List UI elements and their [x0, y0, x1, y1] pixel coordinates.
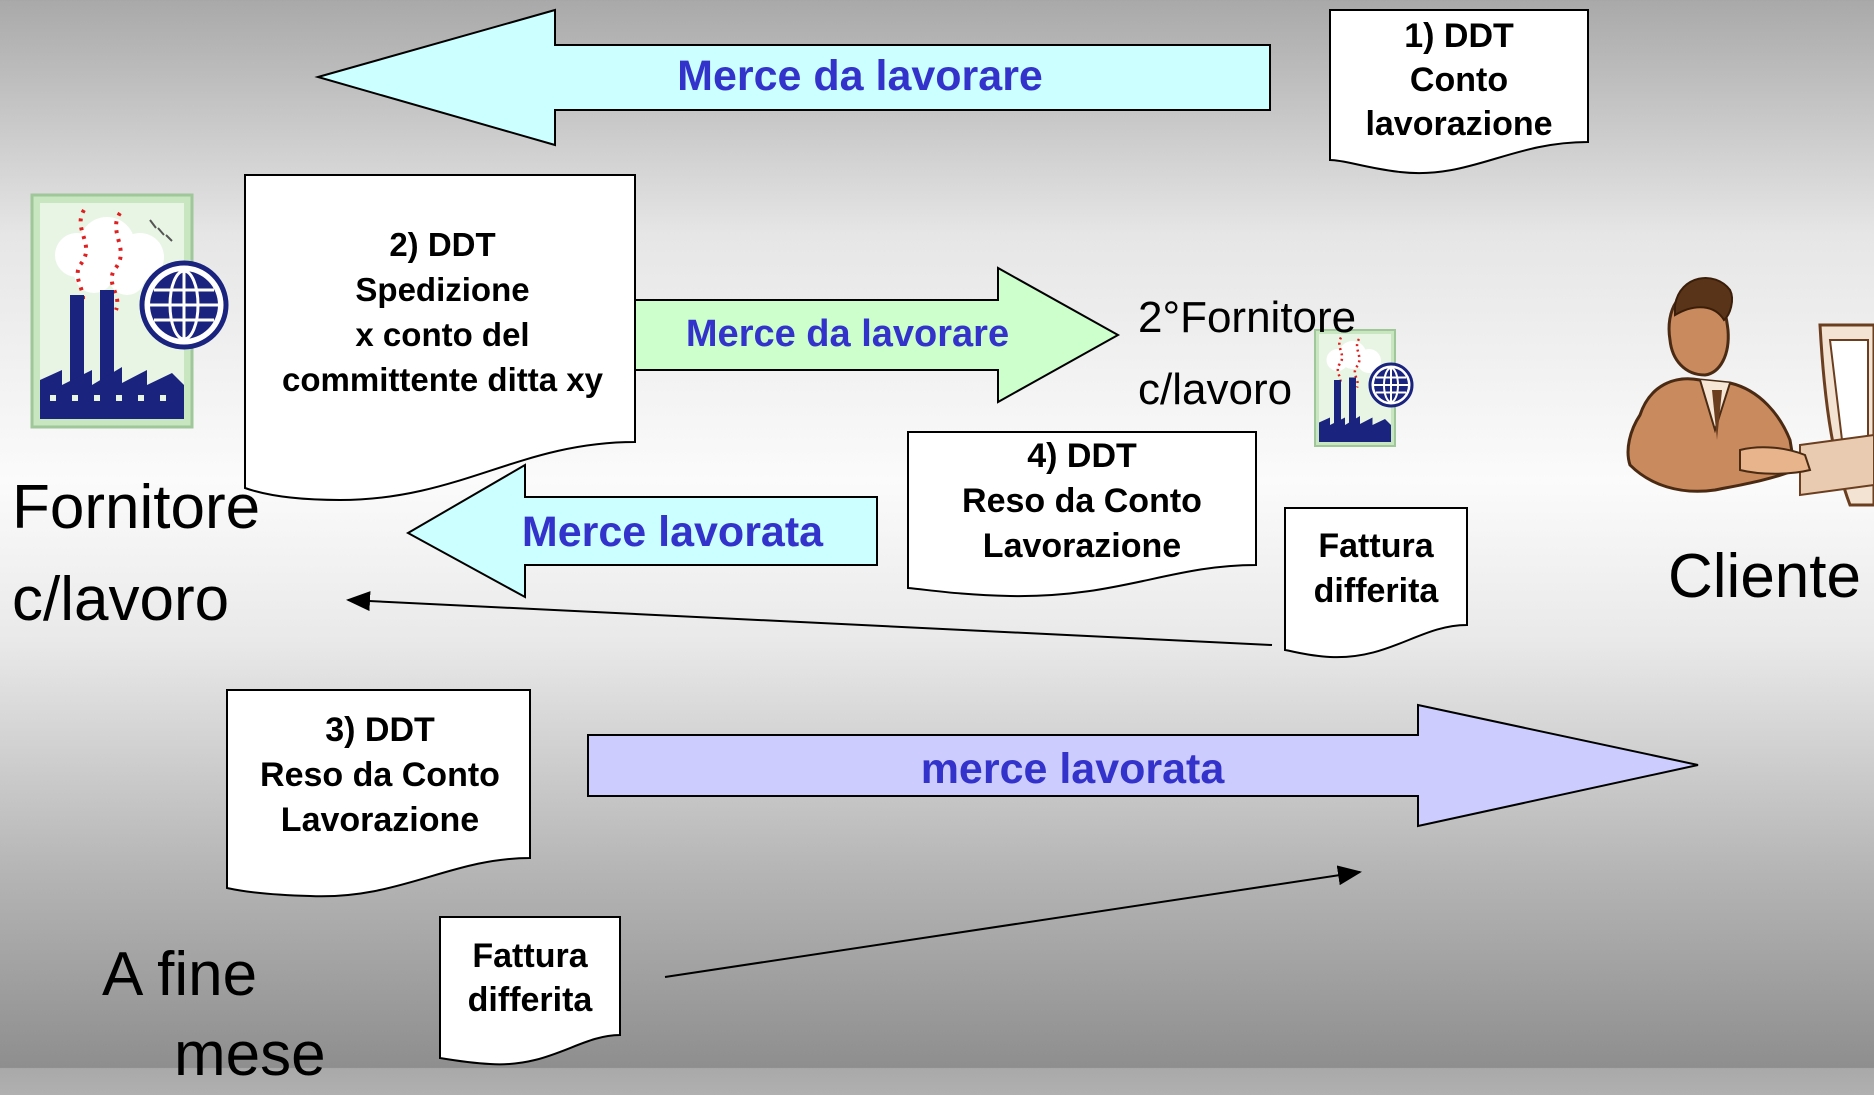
diagram-canvas — [30, 8, 1874, 1066]
connector-invoice-to-supplier — [346, 591, 1273, 646]
document-4-text: 4) DDT Reso da Conto Lavorazione — [962, 437, 1202, 565]
arrow-top-label: Merce da lavorare — [677, 52, 1043, 100]
arrow-bottom-merce-lavorata — [587, 703, 1699, 828]
arrow-bottom-label: merce lavorata — [920, 745, 1225, 793]
second-supplier-label: 2°Fornitore c/lavoro — [1138, 293, 1357, 414]
arrow-merce-lavorata-returned — [405, 463, 878, 599]
arrow-middle-label: Merce da lavorare — [685, 313, 1010, 355]
document-3-text: 3) DDT Reso da Conto Lavorazione — [260, 711, 500, 839]
factory-globe-icon — [1314, 329, 1414, 447]
invoice-1-text: Fattura differita — [1313, 527, 1439, 610]
document-3-ddt-reso — [226, 689, 531, 898]
document-1-text: 1) DDT Conto lavorazione — [1365, 17, 1553, 143]
timing-label: A fine mese — [102, 940, 326, 1089]
businessman-computer-icon — [1626, 277, 1874, 507]
document-2-text: 2) DDT Spedizione x conto del committent… — [282, 226, 603, 398]
connector-invoice-to-client — [664, 865, 1362, 978]
document-4-ddt-reso — [907, 431, 1257, 598]
invoice-2-text: Fattura differita — [467, 937, 593, 1019]
document-1-ddt-conto-lavorazione — [1329, 9, 1589, 175]
factory-globe-icon — [30, 193, 229, 429]
invoice-2-fattura-differita — [439, 916, 621, 1066]
arrow-middle-merce-da-lavorare — [634, 266, 1121, 404]
arrow-returned-label: Merce lavorata — [521, 508, 824, 556]
supplier-label: Fornitore c/lavoro — [12, 473, 261, 634]
client-label: Cliente — [1668, 542, 1861, 611]
invoice-1-fattura-differita — [1284, 507, 1468, 659]
document-2-ddt-spedizione — [244, 174, 636, 502]
arrow-top-merce-da-lavorare — [314, 8, 1271, 147]
